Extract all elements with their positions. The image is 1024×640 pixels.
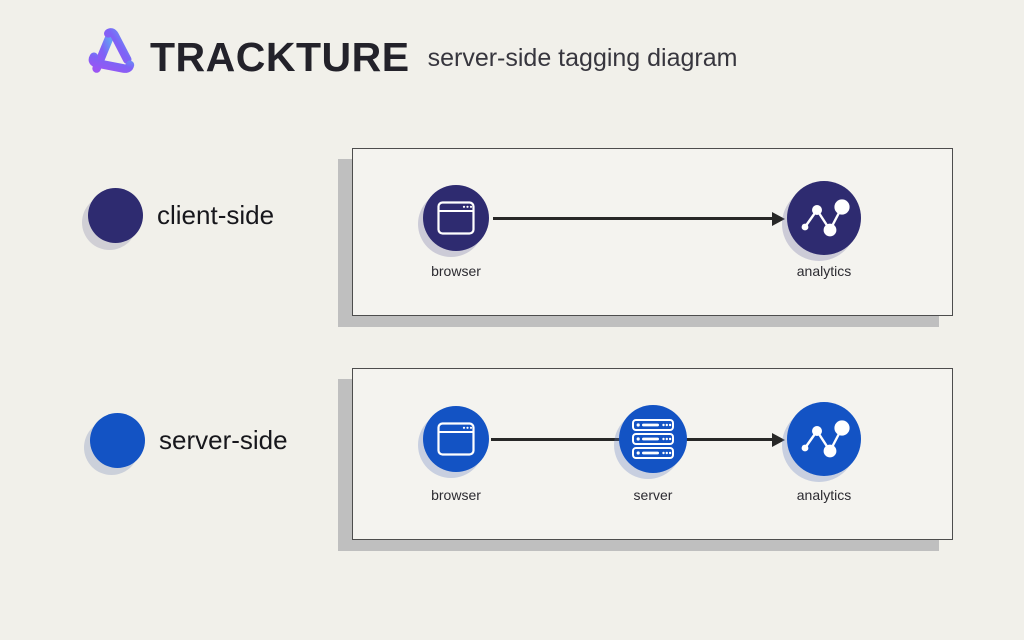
node-label: analytics — [796, 263, 852, 279]
browser-icon — [423, 406, 489, 472]
browser-icon — [423, 185, 489, 251]
server-side-color-dot — [90, 413, 145, 468]
legend-label: server-side — [159, 425, 288, 455]
client-side-color-dot — [88, 188, 143, 243]
server-icon — [619, 405, 687, 473]
legend-row-client-side: client-side — [88, 188, 274, 243]
brand-title: TRACKTURE — [150, 33, 410, 80]
analytics-icon — [787, 402, 861, 476]
arrowhead-icon — [772, 211, 785, 226]
node-label: browser — [431, 487, 481, 503]
arrowhead-icon — [772, 432, 785, 447]
header: TRACKTURE server-side tagging diagram — [84, 26, 737, 88]
server-side-panel: browser server — [352, 368, 953, 540]
node-label: server — [633, 487, 673, 503]
legend-label: client-side — [157, 200, 275, 230]
client-side-panel: browser analytics — [352, 148, 953, 316]
legend-row-server-side: server-side — [90, 413, 288, 468]
node-label: browser — [431, 263, 481, 279]
analytics-icon — [787, 181, 861, 255]
trackture-knot-icon — [84, 26, 138, 89]
flow-line — [493, 217, 773, 220]
node-label: analytics — [796, 487, 852, 503]
page-subtitle: server-side tagging diagram — [427, 44, 738, 72]
